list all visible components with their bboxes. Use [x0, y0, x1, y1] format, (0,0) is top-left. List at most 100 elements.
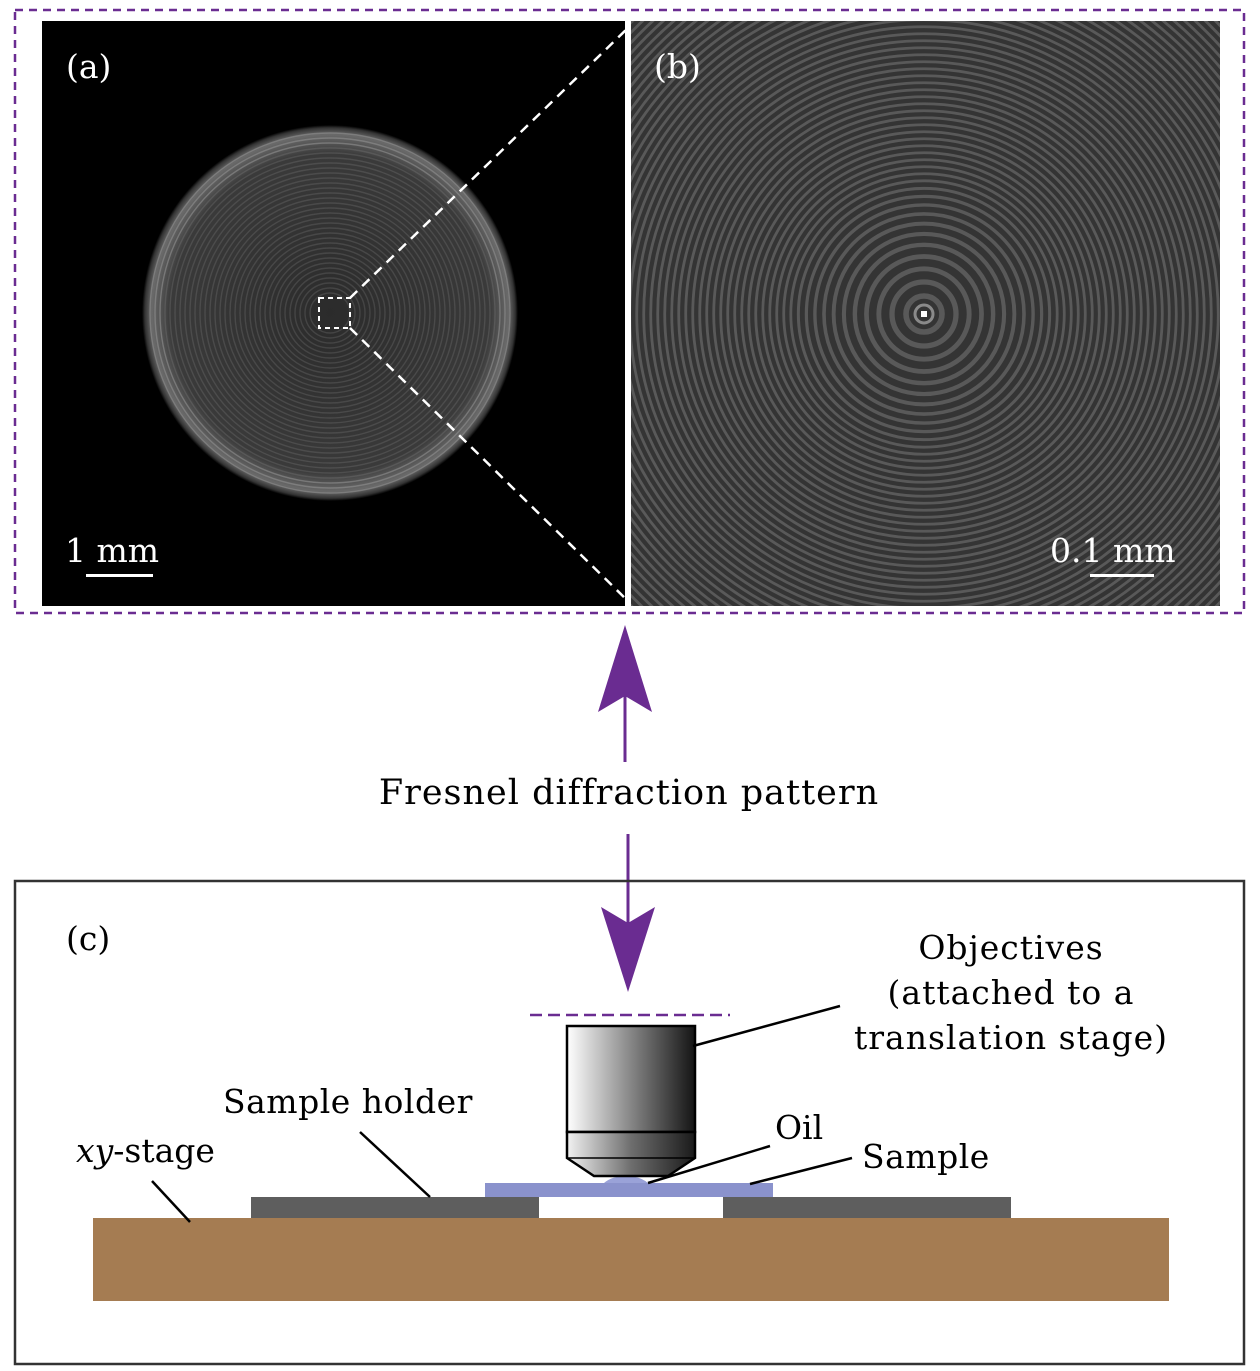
panel-b-label: (b): [654, 47, 701, 86]
ring-a: [229, 212, 431, 414]
top-frame: [13, 8, 1246, 615]
ring-a: [164, 147, 496, 479]
ring-b: [691, 81, 1157, 547]
ring-b: [677, 67, 1171, 561]
ring-a: [249, 232, 411, 394]
ring-b: [761, 151, 1087, 477]
objective-body: [565, 1024, 697, 1134]
ring-a: [219, 202, 441, 424]
ring-b: [726, 116, 1122, 512]
ring-b: [705, 95, 1143, 533]
ring-b: [670, 60, 1178, 568]
objectives-leader: [692, 1004, 841, 1048]
ring-b: [876, 266, 972, 362]
ring-a: [199, 182, 461, 444]
scale-label-b: 0.1 mm: [1050, 531, 1176, 570]
ring-b: [775, 165, 1073, 463]
ring-a: [289, 272, 371, 354]
ring-b: [740, 130, 1108, 498]
diffraction-rings-b: [631, 21, 1220, 606]
stage-leader: [151, 1180, 191, 1223]
sample-label: Sample: [862, 1137, 990, 1176]
ring-b: [804, 194, 1044, 434]
ring-b: [747, 137, 1101, 491]
ring-b: [733, 123, 1115, 505]
ring-a: [254, 237, 406, 389]
objective: [565, 1024, 697, 1178]
diffraction-disc: [142, 125, 518, 501]
ring-b: [754, 144, 1094, 484]
ring-a: [244, 227, 416, 399]
ring-a: [179, 162, 481, 464]
oil-label: Oil: [775, 1108, 823, 1147]
ring-a: [184, 167, 476, 459]
ring-b: [841, 231, 1007, 397]
zoom-box: [318, 297, 351, 329]
ring-a: [284, 267, 376, 359]
ring-b: [663, 53, 1185, 575]
ring-a: [169, 152, 491, 474]
ring-b: [852, 242, 996, 386]
ring-a: [304, 287, 356, 339]
oil-drop: [604, 1176, 648, 1183]
ring-a: [204, 187, 456, 439]
stage-suffix: -stage: [113, 1131, 215, 1170]
ring-a: [194, 177, 466, 449]
ring-b: [719, 109, 1129, 519]
ring-a: [294, 277, 366, 349]
panel-divider: [625, 21, 631, 606]
sample-slide: [485, 1183, 773, 1197]
xy-stage: [93, 1218, 1169, 1301]
objectives-label-line-1: Objectives: [918, 928, 1103, 967]
ring-b: [768, 158, 1080, 470]
ring-b: [796, 186, 1052, 442]
scale-bar-b: [1090, 574, 1154, 577]
sample-holder-left: [251, 1197, 539, 1218]
panel-b: (b) 0.1 mm: [631, 21, 1220, 606]
ring-b: [864, 254, 984, 374]
sample-holder-right: [723, 1197, 1011, 1218]
ring-b: [631, 21, 1220, 606]
ring-a: [209, 192, 451, 434]
panel-c-frame: [13, 879, 1246, 1366]
ring-b: [903, 293, 945, 335]
ring-a: [264, 247, 396, 379]
ring-a: [174, 157, 486, 469]
scale-label-a: 1 mm: [65, 531, 159, 570]
ring-b: [698, 88, 1150, 540]
oil-leader: [647, 1144, 771, 1185]
ring-a: [189, 172, 471, 454]
xy-italic: xy: [76, 1131, 114, 1170]
panel-a: (a) 1 mm: [42, 21, 632, 606]
ring-a: [214, 197, 446, 429]
ring-b: [656, 46, 1192, 582]
scale-bar-a: [86, 574, 153, 577]
ring-a: [239, 222, 421, 404]
ring-a: [274, 257, 386, 369]
ring-b: [635, 25, 1213, 603]
ring-a: [234, 217, 426, 409]
objectives-label-line-2: (attached to a: [888, 973, 1135, 1012]
ring-a: [299, 282, 361, 344]
ring-b: [712, 102, 1136, 526]
xy-stage-label: xy-stage: [76, 1131, 215, 1170]
center-ring: [913, 303, 935, 325]
sample-holder-label: Sample holder: [223, 1082, 473, 1121]
ring-a: [279, 262, 381, 364]
arrow-down: [601, 834, 655, 992]
ring-b: [649, 39, 1199, 589]
ring-b: [813, 203, 1035, 425]
panel-c-label: (c): [66, 919, 110, 958]
fresnel-caption: Fresnel diffraction pattern: [379, 773, 879, 813]
arrow-up: [598, 625, 652, 762]
zoom-line-top: [349, 24, 632, 299]
ring-a: [269, 252, 391, 374]
ring-b: [642, 32, 1206, 596]
ring-a: [259, 242, 401, 384]
objectives-label-line-3: translation stage): [854, 1018, 1168, 1057]
ring-a: [159, 142, 501, 484]
ring-b: [889, 279, 959, 349]
objective-nose: [565, 1130, 697, 1178]
center-spot: [921, 311, 927, 317]
ring-b: [789, 179, 1059, 449]
